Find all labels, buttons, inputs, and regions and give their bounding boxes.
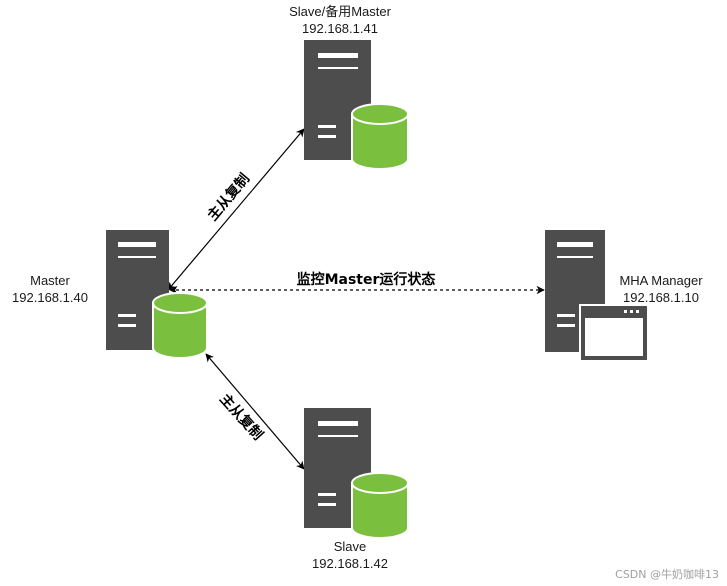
manager-name: MHA Manager [619,273,703,288]
slave-backup-name: Slave/备用Master [289,4,392,19]
slave-node: Slave 192.168.1.42 [304,408,409,571]
manager-node: MHA Manager 192.168.1.10 [545,230,703,362]
database-icon [351,103,409,170]
slave-ip: 192.168.1.42 [312,556,388,571]
database-icon [351,472,409,539]
app-window-icon [579,304,649,362]
slave-backup-node: Slave/备用Master 192.168.1.41 [289,4,409,170]
master-node: Master 192.168.1.40 [12,230,208,359]
replication-edge-bottom: 主从复制 [205,353,305,470]
master-ip: 192.168.1.40 [12,290,88,305]
monitor-label: 监控Master运行状态 [297,271,436,288]
master-name: Master [30,273,70,288]
replication-edge-top: 主从复制 [167,128,305,291]
watermark: CSDN @牛奶咖啡13 [615,567,719,581]
replication-label-bottom: 主从复制 [216,390,266,443]
slave-backup-ip: 192.168.1.41 [302,21,378,36]
monitor-edge: 监控Master运行状态 [169,271,545,295]
manager-ip: 192.168.1.10 [623,290,699,305]
database-icon [152,292,208,359]
slave-name: Slave [334,539,367,554]
